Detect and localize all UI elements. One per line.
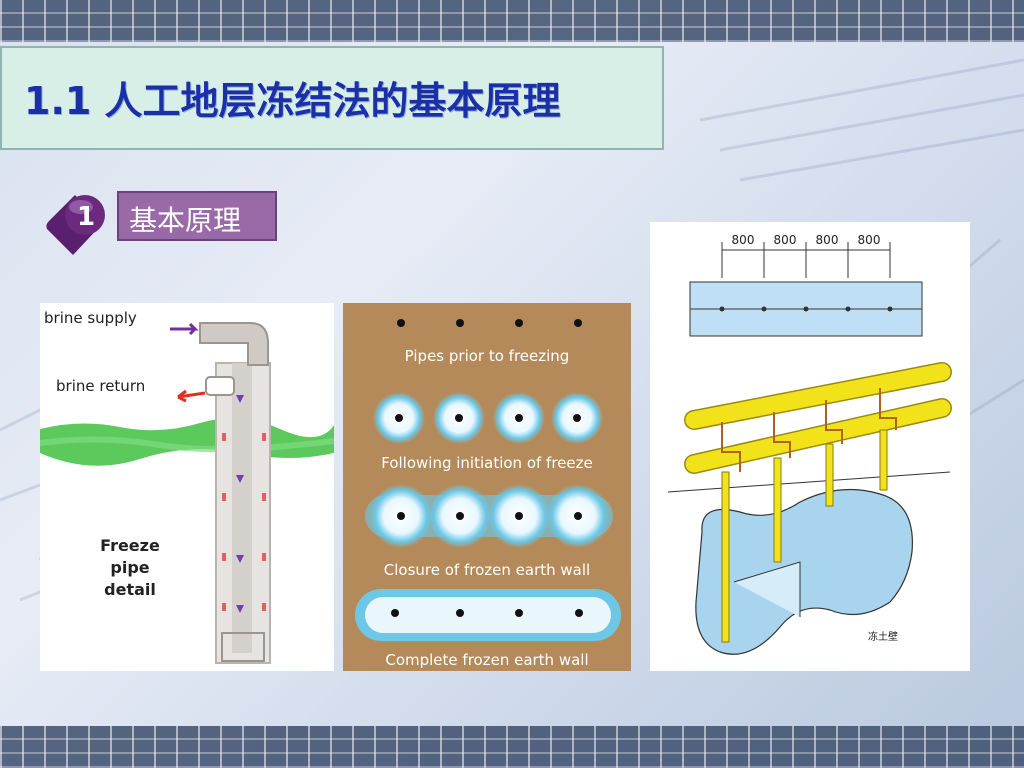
stage-3-pipes — [365, 484, 613, 548]
brine-supply-label: brine supply — [44, 309, 137, 327]
brine-return-label: brine return — [56, 377, 145, 395]
top-border-strip — [0, 0, 1024, 42]
spacing-label-1: 800 — [732, 233, 755, 247]
section-number-badge: 1 — [46, 195, 105, 255]
return-arrow-icon — [177, 391, 206, 399]
frozen-wall-label: 冻土壁 — [868, 630, 898, 643]
stage-2-pipes — [373, 392, 603, 444]
supply-header-pipe — [685, 363, 951, 429]
stage-3-label: Closure of frozen earth wall — [384, 561, 590, 579]
section-heading-box: 基本原理 — [117, 191, 277, 241]
freezing-stages-figure: Pipes prior to freezing Following initia… — [343, 303, 631, 671]
section-number: 1 — [77, 202, 95, 232]
caption-line-2: pipe — [110, 558, 149, 577]
spacing-label-2: 800 — [774, 233, 797, 247]
ground-line — [667, 471, 951, 493]
bottom-border-strip — [0, 726, 1024, 768]
return-port — [205, 376, 235, 396]
caption-line-3: detail — [104, 580, 156, 599]
supply-arrow-icon — [170, 322, 199, 336]
frozen-wall-layout-figure: 800 800 800 800 冻土壁 — [650, 222, 970, 671]
spacing-label-4: 800 — [858, 233, 881, 247]
supply-elbow — [199, 322, 269, 366]
stage-4-label: Complete frozen earth wall — [385, 651, 588, 669]
stage-1-pipes — [397, 319, 582, 327]
stage-2-label: Following initiation of freeze — [381, 454, 593, 472]
vertical-freeze-pipes — [721, 429, 888, 643]
stage-1-label: Pipes prior to freezing — [405, 347, 570, 365]
slide-title: 1.1 人工地层冻结法的基本原理 — [24, 79, 561, 123]
spacing-label-3: 800 — [816, 233, 839, 247]
dimension-lines — [721, 242, 891, 278]
title-box: 1.1 人工地层冻结法的基本原理 — [0, 46, 664, 150]
freeze-pipe-figure: brine supply brine return Freeze pipe de… — [40, 303, 334, 671]
stage-4-pipes — [355, 589, 621, 641]
return-header-pipe — [685, 399, 951, 473]
section-heading: 基本原理 — [129, 204, 242, 237]
caption-line-1: Freeze — [100, 536, 160, 555]
